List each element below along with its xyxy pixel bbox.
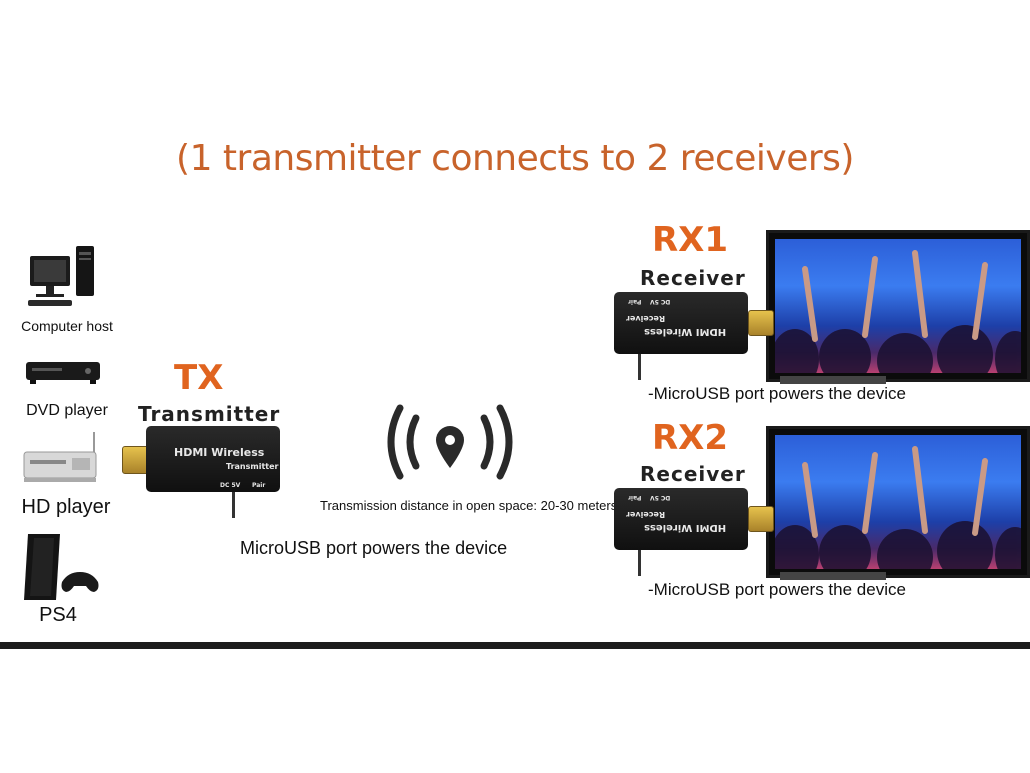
hd-player-icon [20, 430, 102, 490]
rx2-dongle-body: Pair DC 5V Receiver HDMI Wireless [614, 488, 748, 550]
bottom-divider [0, 642, 1030, 649]
tx-badge: TX [174, 358, 223, 398]
rx1-dongle-type: Receiver [626, 314, 665, 323]
rx2-power-note: -MicroUSB port powers the device [648, 580, 906, 600]
tx-port-pair: Pair [252, 482, 265, 489]
tx-dongle-type: Transmitter [226, 462, 278, 471]
transmitter-dongle: HDMI Wireless Transmitter DC 5V Pair [120, 424, 284, 520]
device-label-hd-player: HD player [6, 496, 126, 519]
tx-port-dc: DC 5V [220, 482, 240, 489]
tv-screen-2 [766, 426, 1030, 578]
ps4-icon [20, 530, 100, 604]
device-label-computer: Computer host [10, 318, 124, 334]
rx2-port-dc: DC 5V [650, 494, 670, 501]
rx1-dongle-brand: HDMI Wireless [644, 326, 726, 337]
rx2-dongle-type: Receiver [626, 510, 665, 519]
tx-cable [232, 492, 235, 518]
tv-stand-1 [780, 376, 886, 384]
rx1-cable [638, 354, 641, 380]
tv-stand-2 [780, 572, 886, 580]
page-title: (1 transmitter connects to 2 receivers) [0, 138, 1030, 179]
rx2-port-pair: Pair [628, 494, 641, 501]
rx1-port-pair: Pair [628, 298, 641, 305]
device-label-dvd: DVD player [10, 402, 124, 420]
wireless-signal-icon [380, 396, 520, 488]
concert-image-1 [775, 239, 1021, 373]
rx2-name: Receiver [640, 462, 746, 486]
rx1-dongle-body: Pair DC 5V Receiver HDMI Wireless [614, 292, 748, 354]
rx2-badge: RX2 [652, 418, 728, 458]
rx1-name: Receiver [640, 266, 746, 290]
computer-icon [26, 244, 98, 314]
hdmi-plug-icon [748, 506, 774, 532]
rx1-power-note: -MicroUSB port powers the device [648, 384, 906, 404]
dvd-player-icon [24, 356, 102, 388]
concert-image-2 [775, 435, 1021, 569]
tx-dongle-body: HDMI Wireless Transmitter DC 5V Pair [146, 426, 280, 492]
hdmi-plug-icon [748, 310, 774, 336]
tx-power-note: MicroUSB port powers the device [240, 538, 507, 559]
rx2-dongle-brand: HDMI Wireless [644, 522, 726, 533]
device-label-ps4: PS4 [0, 604, 116, 627]
rx2-cable [638, 550, 641, 576]
receiver-dongle-2: Pair DC 5V Receiver HDMI Wireless [612, 486, 772, 582]
signal-distance-note: Transmission distance in open space: 20-… [320, 498, 617, 513]
rx1-port-dc: DC 5V [650, 298, 670, 305]
tx-dongle-brand: HDMI Wireless [174, 446, 264, 459]
rx1-badge: RX1 [652, 220, 728, 260]
tx-name: Transmitter [138, 402, 280, 426]
source-devices: Computer host DVD player HD player PS4 [0, 230, 140, 630]
receiver-dongle-1: Pair DC 5V Receiver HDMI Wireless [612, 290, 772, 386]
tv-screen-1 [766, 230, 1030, 382]
